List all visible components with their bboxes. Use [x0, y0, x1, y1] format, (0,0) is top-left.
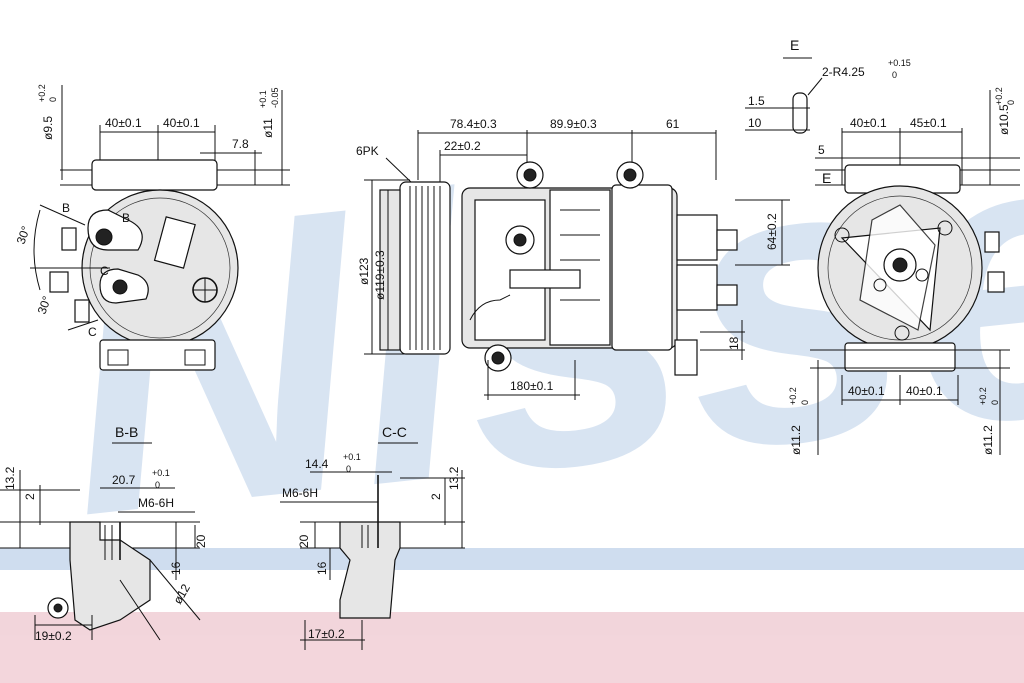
lbl-b2: B [122, 211, 130, 225]
dim-cc-13-2: 13.2 [447, 466, 461, 490]
dim-22: 22±0.2 [444, 139, 481, 153]
pulley [399, 181, 451, 355]
dim-d10-5-tol-upper: +0.2 [994, 87, 1004, 105]
dim-d11-tol-upper: +0.1 [258, 90, 268, 108]
dim-89-9: 89.9±0.3 [550, 117, 597, 131]
dim-cc-20: 20 [297, 534, 311, 548]
section-cc-profile [339, 521, 401, 619]
dim-cc-m6: M6-6H [282, 486, 318, 500]
dim-d11-2b-tol-lower: 0 [990, 400, 1000, 405]
dim-10: 10 [748, 116, 762, 130]
right-end-view: E 2-R4.25 +0.15 0 1.5 10 40±0.1 45±0.1 ø… [745, 37, 1020, 455]
dim-d11-2a: ø11.2 [789, 425, 803, 455]
dim-bb-20-7-tol-upper: +0.1 [152, 468, 170, 478]
dim-d11-2a-tol-upper: +0.2 [788, 387, 798, 405]
watermark-band-pink [0, 612, 1024, 683]
dim-cc-14-4: 14.4 [305, 457, 329, 471]
dim-78-4: 78.4±0.3 [450, 117, 497, 131]
dim-d9-5-tol-lower: 0 [48, 97, 58, 102]
dim-d11-2a-tol-lower: 0 [800, 400, 810, 405]
dim-7-8: 7.8 [232, 137, 249, 151]
dim-bb-13-2: 13.2 [3, 466, 17, 490]
dim-r425: 2-R4.25 [822, 65, 865, 79]
dim-d11-tol-lower: -0.05 [270, 87, 280, 108]
dim-bb-16: 16 [169, 561, 183, 575]
dim-cc-14-4-tol-upper: +0.1 [343, 452, 361, 462]
dim-45r: 45±0.1 [910, 116, 947, 130]
dim-cc-14-4-tol-lower: 0 [346, 464, 351, 474]
dim-64: 64±0.2 [765, 213, 779, 250]
dim-d123: ø123 [357, 257, 371, 285]
dim-bb-20-7: 20.7 [112, 473, 136, 487]
dim-cc-17: 17±0.2 [308, 627, 345, 641]
dim-cc-2: 2 [429, 493, 443, 500]
label-6pk: 6PK [356, 144, 379, 158]
dim-d9-5: ø9.5 [41, 116, 55, 140]
dim-40a: 40±0.1 [105, 116, 142, 130]
dim-180: 180±0.1 [510, 379, 554, 393]
dim-d11: ø11 [261, 118, 275, 138]
lbl-b: B [62, 201, 70, 215]
dim-bb-20: 20 [194, 534, 208, 548]
dim-40r: 40±0.1 [850, 116, 887, 130]
dim-1-5: 1.5 [748, 94, 765, 108]
lbl-c2: C [88, 325, 97, 339]
lbl-e2: E [822, 170, 831, 186]
left-end-view: ø9.5 +0.2 0 40±0.1 40±0.1 ø11 +0.1 -0.05… [14, 84, 290, 371]
section-bb-title: B-B [115, 424, 138, 440]
section-b-b: B-B 13.2 2 20.7 +0.1 0 M6-6H 20 16 ø12 1… [0, 424, 208, 643]
ang-30b: 30° [35, 294, 54, 316]
dim-d9-5-tol-upper: +0.2 [37, 84, 47, 102]
main-side-view: 78.4±0.3 89.9±0.3 61 22±0.2 6PK ø123 ø11… [356, 117, 790, 400]
dim-d119: ø119±0.3 [373, 250, 387, 300]
section-bb-profile [69, 521, 151, 631]
dim-r425-tol-lower: 0 [892, 70, 897, 80]
dim-bb-20-7-tol-lower: 0 [155, 480, 160, 490]
dim-d10-5: ø10.5 [997, 104, 1011, 135]
dim-40rb1: 40±0.1 [848, 384, 885, 398]
dim-5: 5 [818, 143, 825, 157]
section-c-c: C-C 14.4 +0.1 0 M6-6H 2 13.2 20 16 17±0.… [280, 424, 465, 650]
dim-bb-m6: M6-6H [138, 496, 174, 510]
dim-18: 18 [727, 336, 741, 350]
section-cc-title: C-C [382, 424, 407, 440]
dim-bb-19: 19±0.2 [35, 629, 72, 643]
dim-cc-16: 16 [315, 561, 329, 575]
dim-40b: 40±0.1 [163, 116, 200, 130]
watermark-band-blue [0, 548, 1024, 570]
dim-40rb2: 40±0.1 [906, 384, 943, 398]
dim-bb-2: 2 [23, 493, 37, 500]
dim-d11-2b: ø11.2 [981, 425, 995, 455]
ang-30a: 30° [14, 224, 33, 246]
dim-d11-2b-tol-upper: +0.2 [978, 387, 988, 405]
lbl-c: C [100, 264, 109, 278]
dim-d10-5-tol-lower: 0 [1006, 100, 1016, 105]
dim-61: 61 [666, 117, 680, 131]
lbl-e: E [790, 37, 799, 53]
dim-r425-tol-upper: +0.15 [888, 58, 911, 68]
